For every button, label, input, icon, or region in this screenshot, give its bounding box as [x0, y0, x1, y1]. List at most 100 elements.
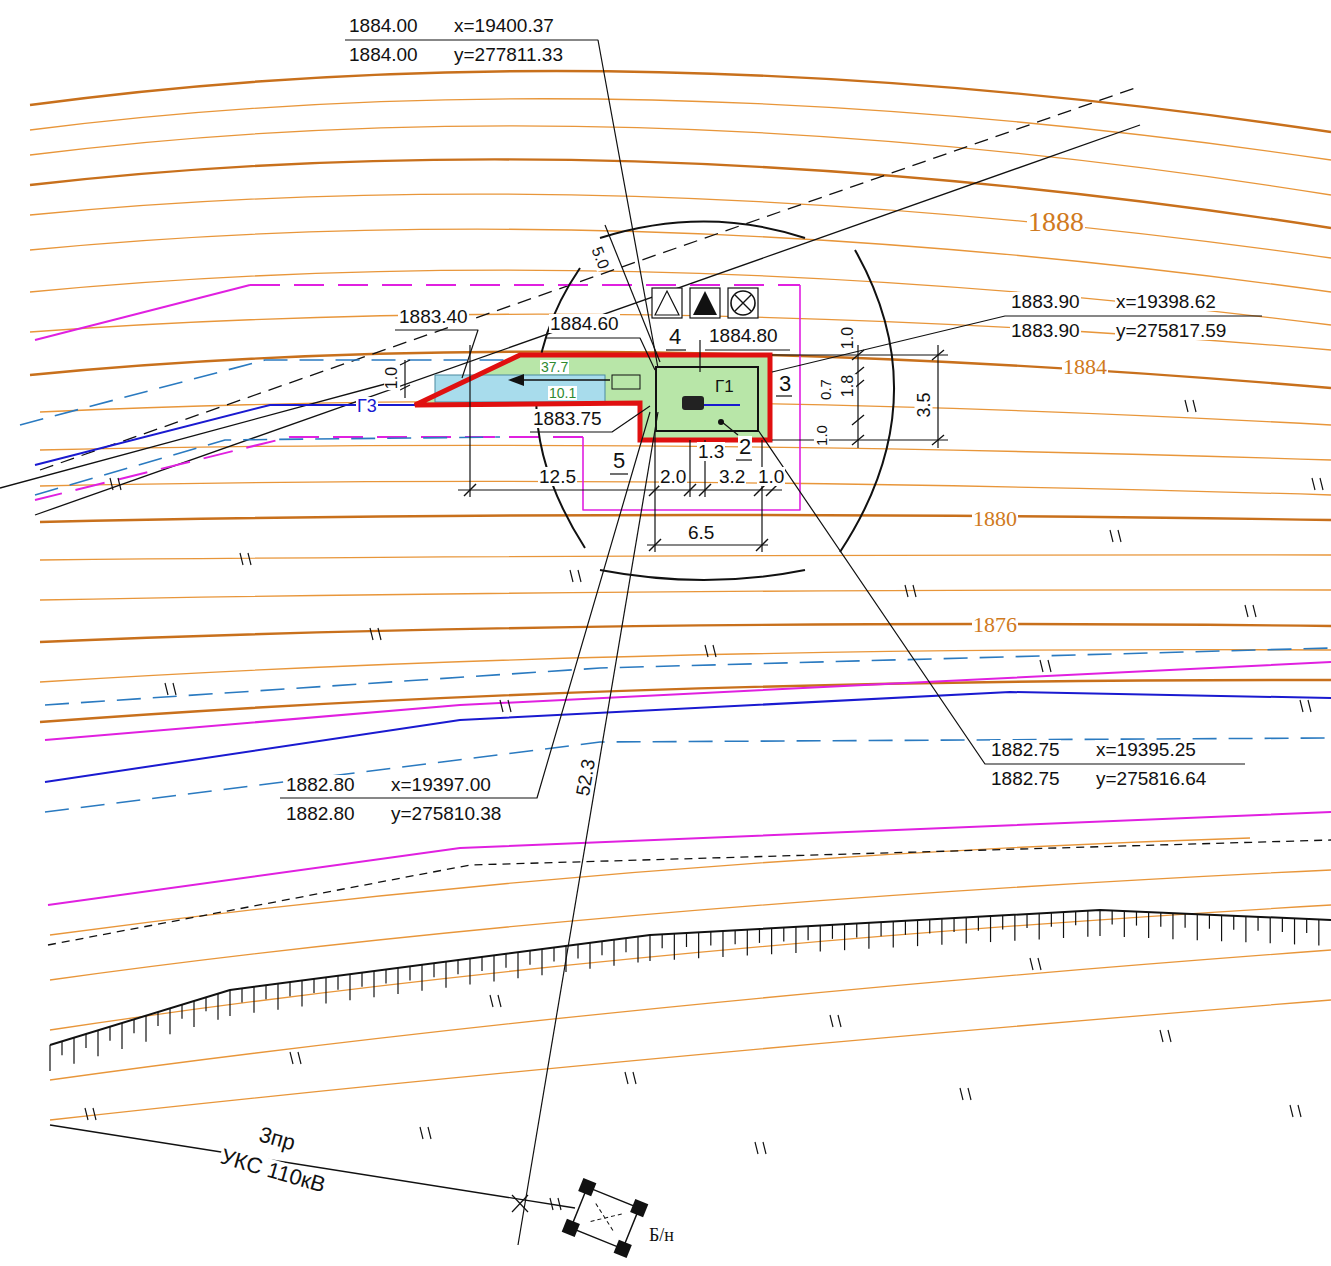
slope-tick	[433, 963, 434, 977]
grass-mark	[378, 628, 381, 640]
plan-label: 37.7	[540, 360, 569, 374]
contour-line	[30, 314, 1331, 350]
dimension-line	[647, 544, 768, 545]
slope-tick	[469, 959, 470, 985]
grass-mark	[500, 700, 503, 712]
dimension-line	[458, 489, 782, 490]
site-fill	[415, 355, 770, 440]
slope-tick	[325, 977, 326, 1003]
slope-tick	[1075, 911, 1076, 925]
plan-label: 10.1	[548, 386, 577, 400]
dimension-tick	[649, 539, 661, 551]
slope-tick	[1026, 914, 1027, 928]
slope-tick	[205, 997, 206, 1011]
plan-label: x=19397.00	[390, 775, 492, 794]
slope-tick	[1172, 913, 1173, 939]
grass-mark	[1300, 700, 1303, 712]
plan-label: 5	[612, 450, 626, 472]
contour-line	[50, 950, 1331, 1080]
contour-elevation: 1880	[972, 508, 1018, 530]
slope-tick	[1318, 919, 1319, 945]
slope-tick	[880, 922, 881, 936]
contour-elevation: 1888	[1027, 208, 1085, 236]
contour-line	[40, 515, 1331, 522]
plan-label: Г3	[356, 397, 378, 415]
slope-tick	[409, 966, 410, 980]
slope-tick	[121, 1023, 122, 1049]
plan-label: 1884.80	[708, 326, 779, 345]
dimension-value: 0.7	[818, 378, 833, 401]
slope-tick	[169, 1008, 170, 1034]
callout-underline	[705, 349, 790, 350]
grass-mark	[370, 628, 373, 640]
clearance-arc	[600, 222, 805, 239]
contour-line	[50, 870, 1331, 980]
slope-tick	[990, 916, 991, 942]
slope-tick	[181, 1005, 182, 1019]
leader-line	[280, 412, 650, 798]
slope-tick	[1245, 916, 1246, 942]
slope-tick	[337, 976, 338, 990]
dimension-value: 1.0	[840, 326, 856, 350]
plan-label: 1884.00	[348, 45, 419, 64]
dimension-tick	[852, 350, 864, 360]
contour-line	[50, 905, 1331, 1030]
slope-tick	[1209, 915, 1210, 929]
slope-tick	[905, 921, 906, 935]
dimension-tick	[400, 385, 410, 390]
contour-line	[30, 126, 1331, 195]
building-box: Г1	[655, 366, 759, 432]
slope-tick	[771, 928, 772, 954]
dimension-tick	[852, 415, 864, 425]
dimension-tick	[932, 435, 944, 445]
dashed-line	[48, 840, 1331, 945]
clearance-arc	[840, 250, 894, 552]
plan-label: y=277811.33	[453, 45, 564, 64]
slope-tick	[698, 932, 699, 958]
building-label: Г1	[715, 378, 734, 395]
dimension-value: 3.5	[915, 391, 933, 418]
plan-label: y=275816.64	[1095, 769, 1207, 788]
well-symbol	[682, 396, 704, 410]
contour-line	[40, 555, 1331, 560]
survey-line	[0, 380, 400, 488]
grass-mark	[1185, 400, 1188, 412]
boundary-line	[45, 662, 1331, 740]
slope-tick	[601, 941, 602, 955]
slope-tick	[1185, 914, 1186, 928]
slope-tick	[929, 919, 930, 933]
gate-symbol	[612, 375, 640, 389]
callout-underline	[610, 473, 628, 474]
slope-tick	[157, 1012, 158, 1026]
slope-edge	[50, 910, 1331, 1045]
grass-mark	[1040, 660, 1043, 672]
slope-tick	[49, 1045, 50, 1071]
grass-mark	[240, 553, 243, 565]
clearance-arc	[536, 268, 585, 548]
dimension-value: 1.0	[814, 424, 829, 447]
slope-tick	[1160, 913, 1161, 927]
slope-tick	[941, 919, 942, 945]
grass-mark	[763, 1142, 766, 1154]
plan-label: y=275817.59	[1115, 321, 1227, 340]
contour-line	[40, 650, 1331, 682]
slope-tick	[85, 1034, 86, 1048]
slope-tick	[637, 937, 638, 963]
slope-tick	[541, 949, 542, 975]
tower-outline	[571, 1187, 639, 1249]
slope-tick	[373, 971, 374, 997]
slope-tick	[844, 924, 845, 950]
slope-tick	[783, 928, 784, 942]
slope-tick	[674, 934, 675, 960]
slope-tick	[421, 965, 422, 991]
slope-tick	[313, 979, 314, 993]
slope-tick	[265, 985, 266, 999]
pipe-segment	[700, 404, 740, 406]
dimension-line	[857, 345, 858, 448]
slope-tick	[722, 931, 723, 957]
slope-tick	[710, 932, 711, 946]
slope-tick	[820, 926, 821, 952]
plan-label: 1882.75	[990, 740, 1061, 759]
road-fill	[435, 375, 605, 402]
